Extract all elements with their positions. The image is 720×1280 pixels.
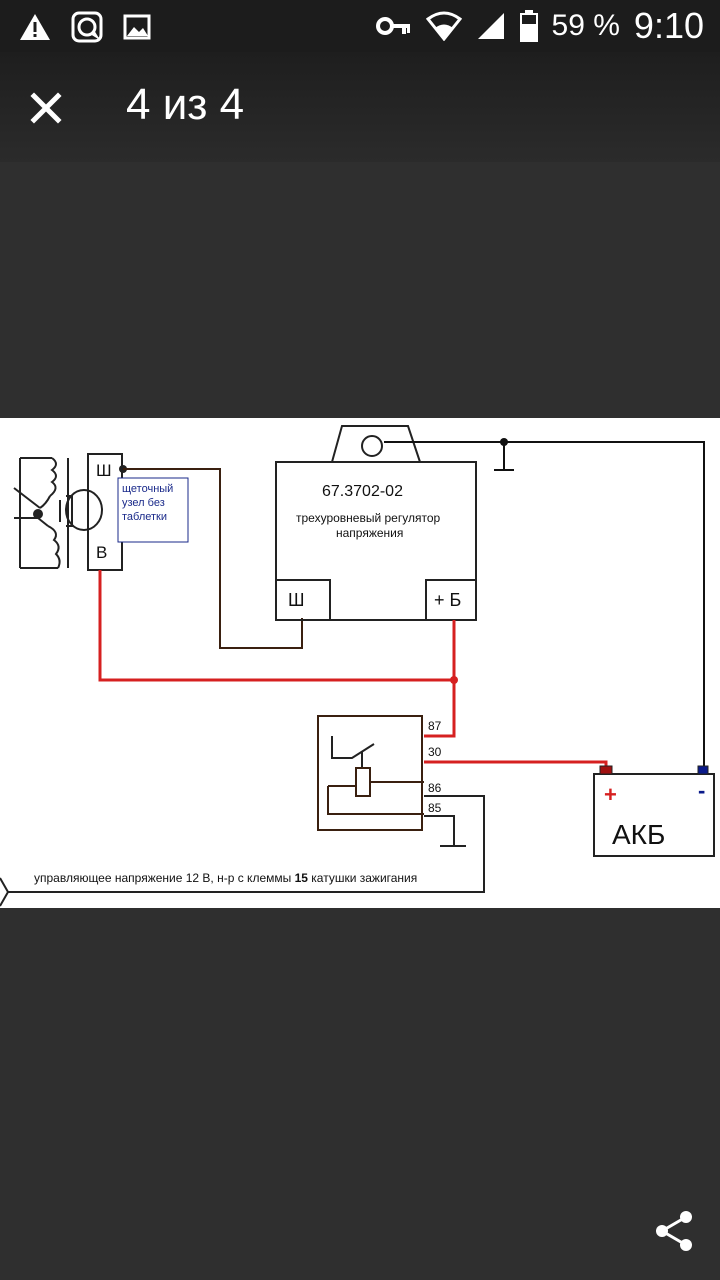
signal-icon <box>477 13 504 39</box>
generator-terminal-sh: Ш <box>96 461 112 480</box>
sh-wire <box>123 468 303 649</box>
control-wire <box>8 795 485 893</box>
ground-wire <box>384 441 705 766</box>
image-notification-icon <box>123 14 151 40</box>
battery-label: АКБ <box>612 819 665 850</box>
viewer-toolbar: 4 из 4 <box>0 52 720 162</box>
relay-pin-87: 87 <box>428 719 442 733</box>
generator-symbol <box>13 457 103 569</box>
close-icon[interactable] <box>20 82 72 134</box>
brush-note: щеточный узел без таблетки <box>122 483 176 523</box>
status-bar: 59 % 9:10 <box>0 0 720 52</box>
battery: + - АКБ <box>593 765 715 857</box>
control-voltage-caption: управляющее напряжение 12 В, н-р с клемм… <box>34 871 417 885</box>
relay-pin-86: 86 <box>428 781 442 795</box>
clock: 9:10 <box>633 5 704 46</box>
battery-percent: 59 % <box>551 9 620 42</box>
share-icon[interactable] <box>648 1205 700 1257</box>
battery-minus: - <box>698 778 705 803</box>
relay: 87 30 86 85 <box>317 715 442 831</box>
generator-terminal-v: В <box>96 543 107 562</box>
diagram-image[interactable]: Ш В щеточный узел без таблетки 67.3702-0… <box>0 418 720 908</box>
app-notification-icon <box>71 11 103 43</box>
power-wires <box>98 570 608 770</box>
regulator: 67.3702-02 трехуровневый регулятор напря… <box>275 425 477 621</box>
relay-pin-30: 30 <box>428 745 442 759</box>
regulator-terminal-sh: Ш <box>288 590 305 610</box>
regulator-terminal-b: + Б <box>434 590 461 610</box>
wifi-icon <box>425 11 462 41</box>
brush-note-box <box>117 477 189 543</box>
relay-pin-85: 85 <box>428 801 442 815</box>
regulator-desc-2: напряжения <box>336 526 403 540</box>
warning-icon <box>20 14 50 40</box>
regulator-model: 67.3702-02 <box>322 483 403 500</box>
key-icon <box>375 17 410 35</box>
wiring-diagram: Ш В щеточный узел без таблетки 67.3702-0… <box>0 425 715 907</box>
regulator-desc-1: трехуровневый регулятор <box>296 511 441 525</box>
battery-plus: + <box>604 782 617 807</box>
battery-icon <box>519 10 538 42</box>
page-counter-title: 4 из 4 <box>126 80 245 129</box>
